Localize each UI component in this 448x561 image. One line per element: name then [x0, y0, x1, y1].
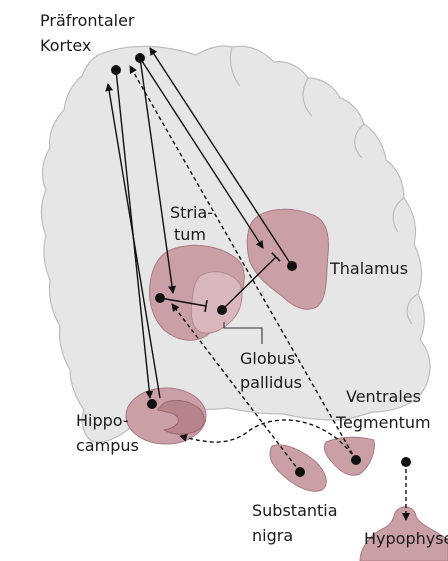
- node-hippocampus: [147, 399, 157, 409]
- node-pfc-1: [111, 65, 121, 75]
- brain-outline: [42, 46, 430, 442]
- label-substantia-nigra: Substantia nigra: [252, 501, 343, 545]
- node-pfc-2: [135, 53, 145, 63]
- node-thalamus: [287, 261, 297, 271]
- node-ventral-tegmentum: [351, 455, 361, 465]
- label-thalamus: Thalamus: [329, 259, 408, 278]
- node-substantia-nigra: [295, 467, 305, 477]
- ventral-tegmentum-region: [324, 437, 374, 475]
- node-hypophysis-source: [401, 457, 411, 467]
- node-striatum: [155, 293, 165, 303]
- label-hypophysis: Hypophyse: [364, 529, 448, 548]
- node-globus-pallidus: [217, 305, 227, 315]
